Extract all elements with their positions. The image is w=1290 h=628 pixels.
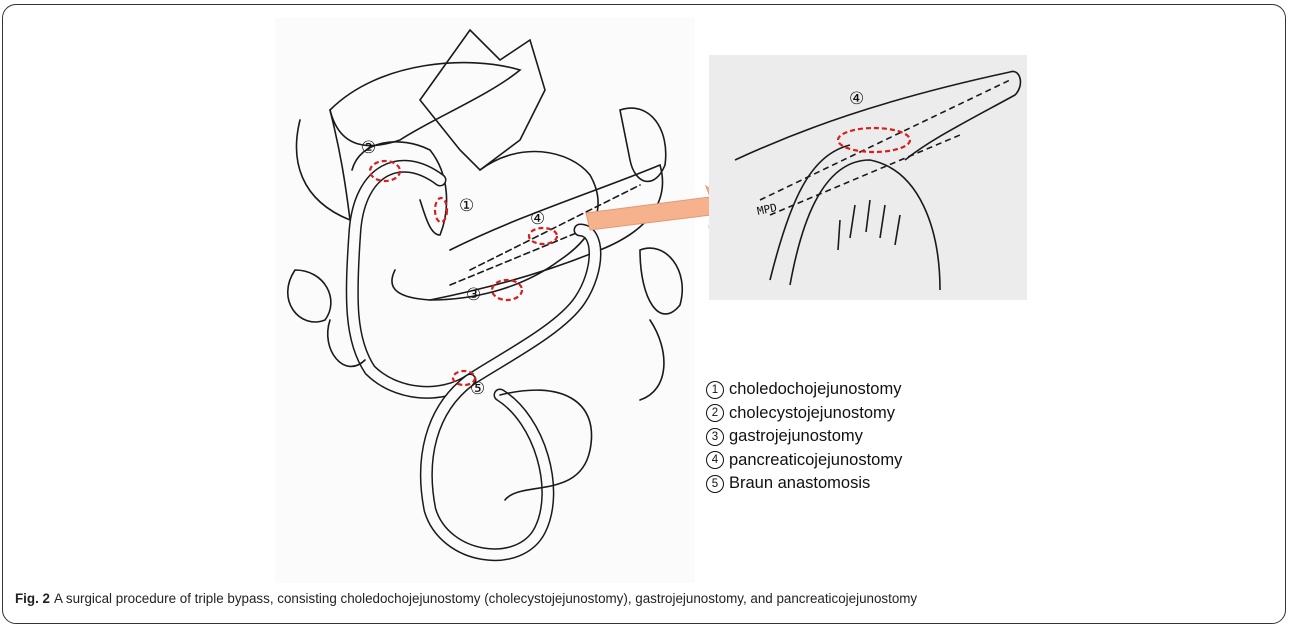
legend-text: pancreaticojejunostomy <box>729 451 902 470</box>
legend-text: Braun anastomosis <box>729 474 870 493</box>
legend-item: 2 cholecystojejunostomy <box>706 402 902 426</box>
legend-number: 1 <box>706 381 724 399</box>
marker-1: ① <box>459 196 474 216</box>
legend: 1 choledochojejunostomy 2 cholecystojejuno… <box>706 378 902 496</box>
caption-label: Fig. 2 <box>15 591 50 606</box>
legend-number: 2 <box>706 404 724 422</box>
legend-text: choledochojejunostomy <box>729 380 901 399</box>
legend-item: 1 choledochojejunostomy <box>706 378 902 402</box>
legend-item: 4 pancreaticojejunostomy <box>706 449 902 473</box>
legend-item: 5 Braun anastomosis <box>706 472 902 496</box>
marker-2: ② <box>361 138 376 158</box>
marker-5: ⑤ <box>470 379 485 399</box>
figure-caption: Fig. 2 A surgical procedure of triple byp… <box>15 591 917 606</box>
legend-number: 3 <box>706 428 724 446</box>
marker-4: ④ <box>530 209 545 229</box>
inset-marker: ④ <box>849 89 864 109</box>
inset-panel <box>709 55 1027 300</box>
legend-item: 3 gastrojejunostomy <box>706 425 902 449</box>
marker-3: ③ <box>466 285 481 305</box>
legend-text: gastrojejunostomy <box>729 427 863 446</box>
caption-text: A surgical procedure of triple bypass, c… <box>54 591 917 606</box>
legend-text: cholecystojejunostomy <box>729 404 895 423</box>
legend-number: 5 <box>706 475 724 493</box>
legend-number: 4 <box>706 451 724 469</box>
